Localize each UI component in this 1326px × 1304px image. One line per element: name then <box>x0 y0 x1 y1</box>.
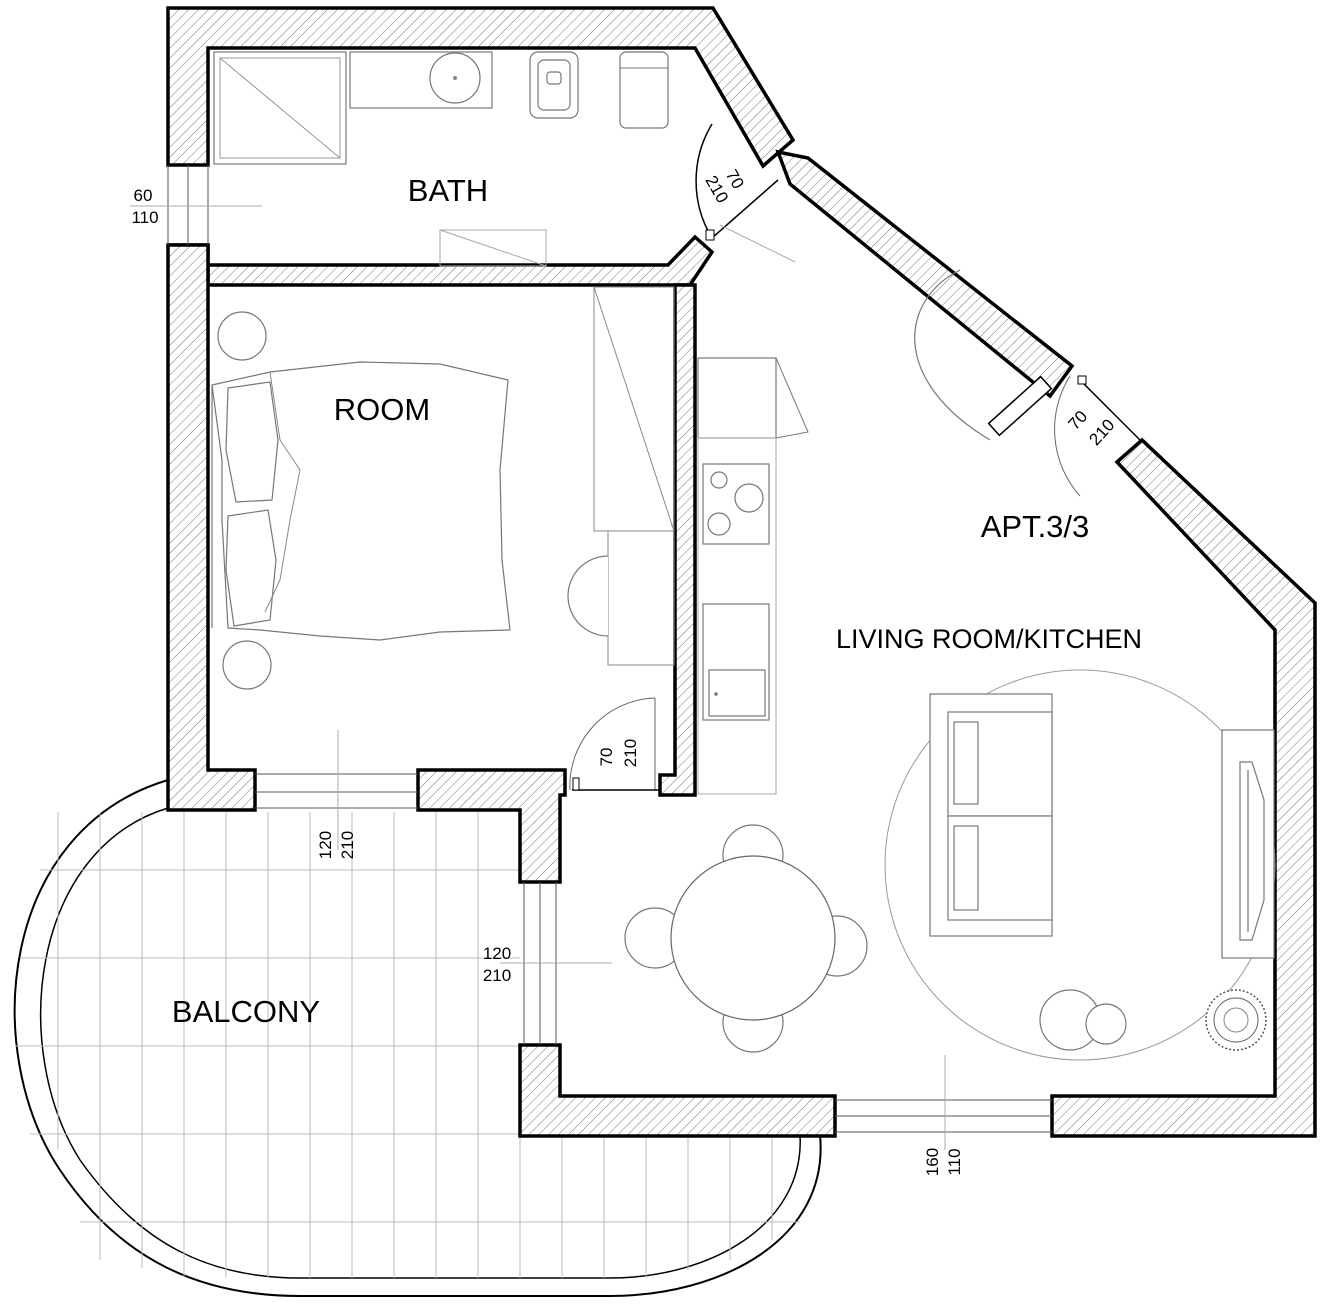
living-furniture <box>624 669 1276 1061</box>
walls <box>166 6 1317 1138</box>
doors <box>569 123 1141 791</box>
dim-bath-window-width: 60 <box>134 186 153 205</box>
pillow-bottom <box>225 509 277 627</box>
pillow-top <box>225 381 279 503</box>
kitchen <box>697 357 809 795</box>
bed <box>211 361 511 641</box>
dim-bath-window-height: 110 <box>131 208 158 227</box>
label-apartment: APT.3/3 <box>981 509 1090 544</box>
fridge <box>697 357 777 439</box>
label-living-kitchen: LIVING ROOM/KITCHEN <box>836 624 1142 654</box>
rug <box>884 669 1276 1061</box>
openings <box>130 165 1052 1150</box>
tv <box>1239 761 1265 941</box>
wall-living-south <box>518 1043 837 1138</box>
dim-living-window-height: 110 <box>945 1148 964 1175</box>
dim-room-door-width: 70 <box>597 748 616 767</box>
bath-door <box>695 123 796 263</box>
dim-living-balcony-door-width: 120 <box>483 944 511 963</box>
dim-living-window-width: 160 <box>923 1148 942 1176</box>
desk-chair <box>567 555 609 637</box>
bath-fixtures <box>213 51 669 267</box>
balcony-outer-rail <box>13 779 822 1297</box>
entry-door <box>1054 375 1141 497</box>
entry-cabinet <box>914 269 1053 441</box>
desk <box>607 530 675 666</box>
bedroom-furniture <box>211 286 675 690</box>
room-door <box>569 697 660 791</box>
dim-room-balcony-door-height: 210 <box>338 831 357 859</box>
plant <box>1205 989 1267 1051</box>
wall-room-south <box>416 768 567 884</box>
dim-room-door-height: 210 <box>621 739 640 767</box>
wall-room-east <box>658 283 697 797</box>
dim-entry-door-width: 70 <box>1065 407 1092 434</box>
balcony-tiles <box>15 812 800 1278</box>
bidet <box>619 51 669 129</box>
counter <box>697 437 777 795</box>
nightstand-top <box>217 311 267 361</box>
nightstand-bottom <box>222 640 272 690</box>
label-room: ROOM <box>334 392 430 427</box>
wall-east <box>1050 437 1317 1138</box>
dining-table <box>670 855 836 1021</box>
balcony-area <box>13 779 822 1297</box>
wall-northeast-diagonal <box>775 149 1075 399</box>
dim-room-balcony-door-width: 120 <box>316 831 335 859</box>
room-labels: BATH ROOM APT.3/3 LIVING ROOM/KITCHEN BA… <box>172 173 1142 1029</box>
wall-bath-top <box>166 6 796 169</box>
dim-living-balcony-door-height: 210 <box>483 966 511 985</box>
balcony-inner-rail <box>39 807 801 1279</box>
label-balcony: BALCONY <box>172 994 320 1029</box>
label-bath: BATH <box>408 173 488 208</box>
bath-mat <box>439 229 547 267</box>
